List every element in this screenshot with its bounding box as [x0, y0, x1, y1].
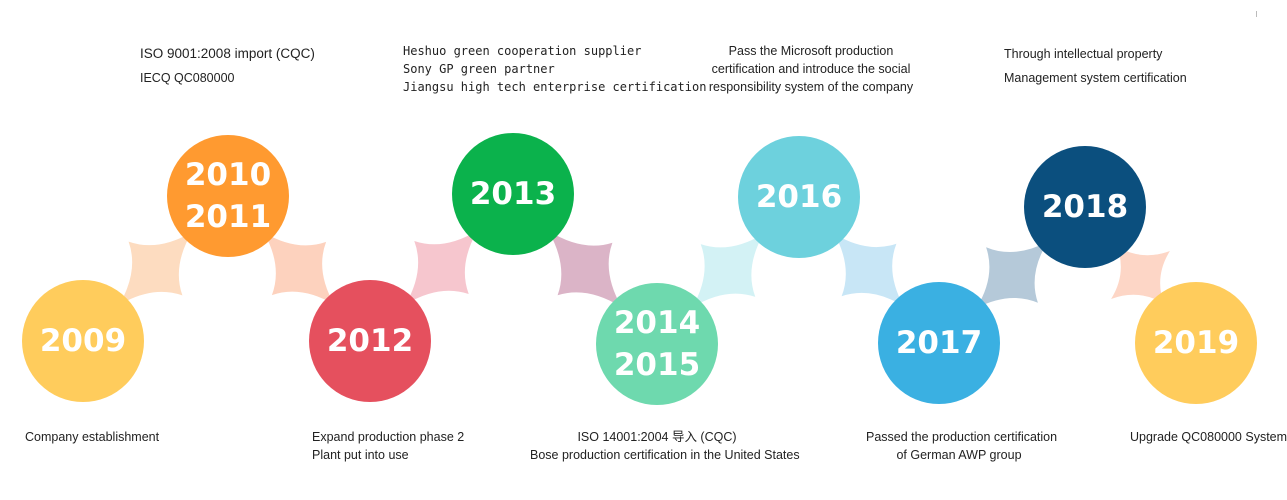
milestone-2012-description: Expand production phase 2 Plant put into…: [312, 430, 465, 462]
milestone-2016-circle: 2016: [738, 136, 860, 258]
milestone-2012-circle: 2012: [309, 280, 431, 402]
timeline-connector: [119, 232, 192, 305]
milestone-2009-circle: 2009: [22, 280, 144, 402]
timeline-connector: [692, 233, 764, 308]
milestone-2014-2015-description: ISO 14001:2004 导入 (CQC) Bose production …: [530, 430, 800, 462]
milestone-2010-2011-circle: 2010 2011: [167, 135, 289, 257]
timeline-connector: [263, 232, 335, 305]
milestone-2009-description: Company establishment: [25, 430, 160, 444]
year-label: 2009: [39, 323, 127, 359]
corner-mark: [1256, 11, 1257, 17]
milestone-2017-description: Passed the production certification of G…: [866, 430, 1058, 462]
milestone-2018-description: Through intellectual property Management…: [1004, 47, 1187, 85]
year-label: 2016: [755, 179, 843, 215]
year-label: 2015: [613, 347, 701, 383]
milestone-2018-circle: 2018: [1024, 146, 1146, 268]
year-label: 2019: [1152, 325, 1240, 361]
year-label: 2010: [184, 157, 272, 193]
milestone-2010-2011-description: ISO 9001:2008 import (CQC) IECQ QC080000: [140, 46, 315, 85]
year-label: 2012: [326, 323, 414, 359]
milestone-2014-2015-circle: 2014 2015: [596, 283, 718, 405]
milestone-2013-description: Heshuo green cooperation supplier Sony G…: [403, 44, 707, 94]
year-label: 2011: [184, 199, 272, 235]
milestone-2019-description: Upgrade QC080000 System: [1130, 430, 1287, 444]
timeline-connector: [834, 233, 904, 307]
year-label: 2018: [1041, 189, 1129, 225]
year-label: 2013: [469, 176, 557, 212]
timeline-connector: [405, 230, 478, 305]
year-label: 2017: [895, 325, 983, 361]
milestone-2016-description: Pass the Microsoft production certificat…: [708, 44, 914, 94]
milestone-2013-circle: 2013: [452, 133, 574, 255]
timeline-connector: [1111, 246, 1170, 304]
milestone-2017-circle: 2017: [878, 282, 1000, 404]
year-label: 2014: [613, 305, 701, 341]
timeline-connector: [548, 230, 622, 308]
milestone-2019-circle: 2019: [1135, 282, 1257, 404]
timeline-connector: [976, 241, 1048, 309]
